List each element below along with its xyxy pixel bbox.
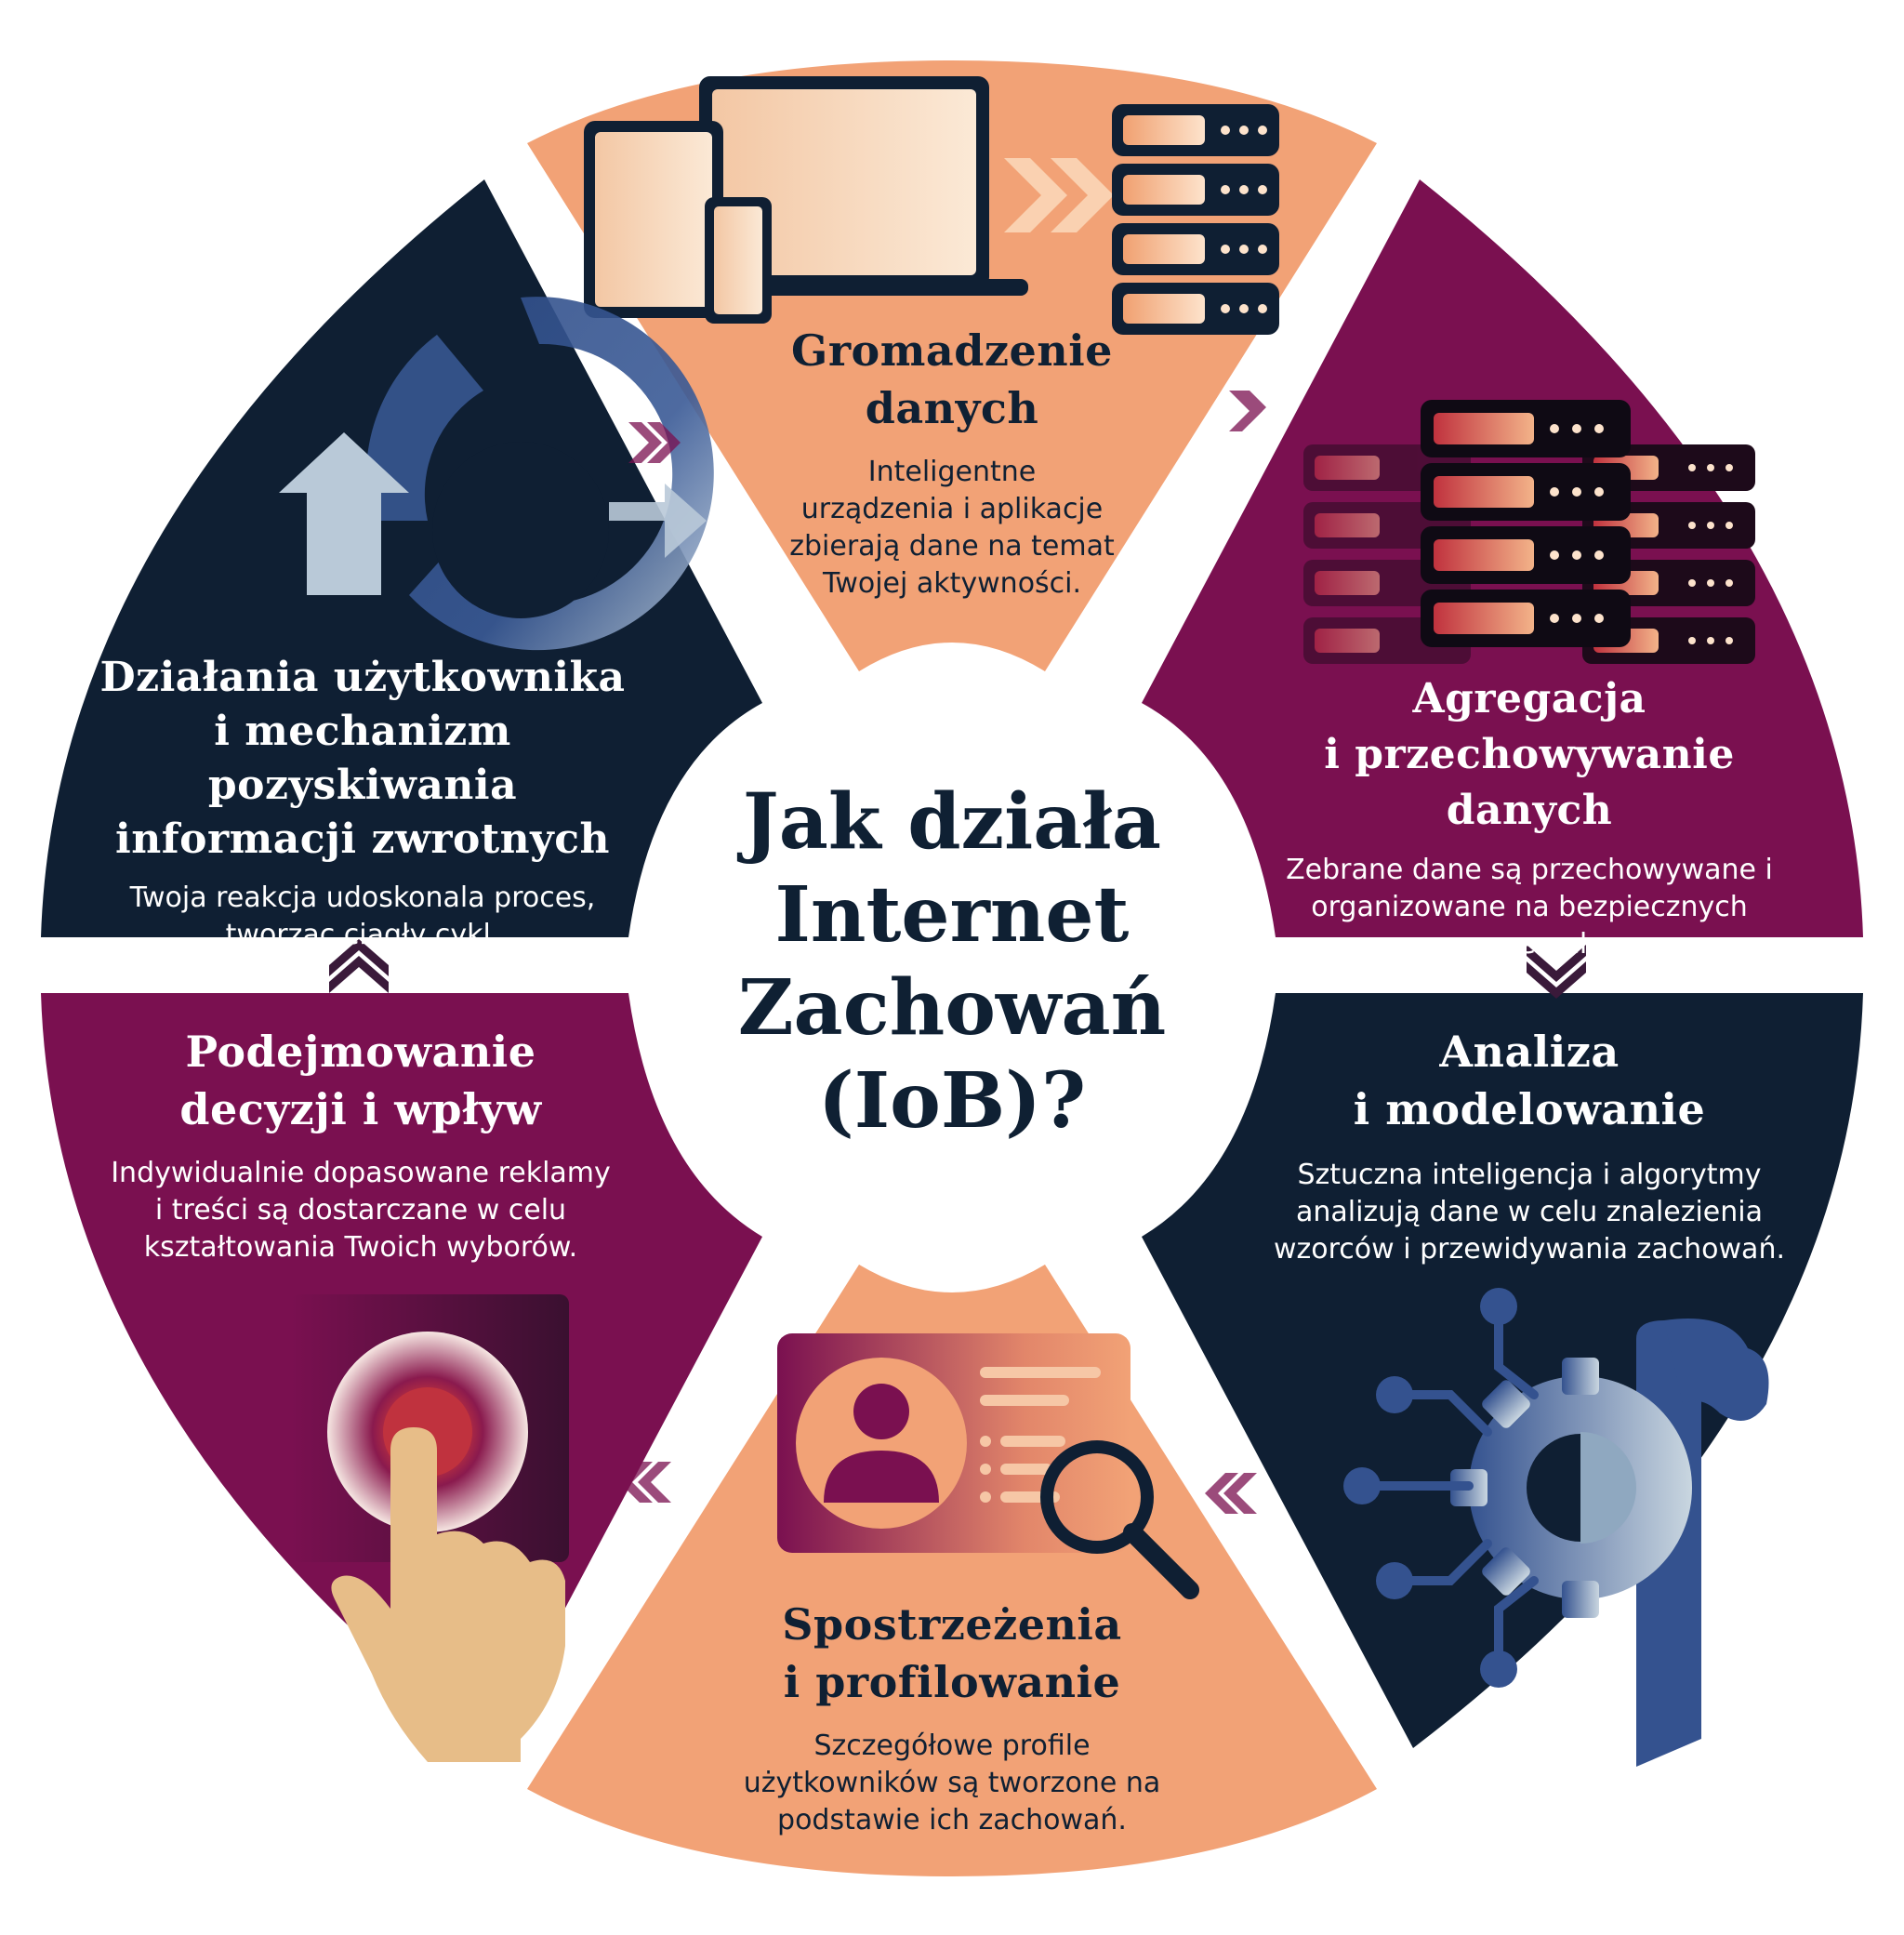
connector-analysis-profiling — [1205, 1473, 1257, 1514]
stage-decision-description: Indywidualnie dopasowane reklamy i treśc… — [111, 1157, 611, 1264]
server-stack-icon — [1303, 400, 1755, 664]
connector-aggregation-analysis — [1527, 945, 1586, 999]
finger-press-button-icon — [290, 1294, 569, 1762]
segment-feedback — [41, 179, 762, 937]
stage-aggregation-title: Agregacja i przechowywanie danych — [1324, 675, 1735, 834]
cycle-arrows-icon — [279, 297, 714, 651]
stage-collection-description: Inteligentne urządzenia i aplikacje zbie… — [789, 456, 1115, 600]
stage-analysis: Analiza i modelowanie Sztuczna inteligen… — [1236, 1023, 1822, 1268]
stage-decision: Podejmowanie decyzji i wpływ Indywidualn… — [73, 1023, 649, 1266]
stage-aggregation-description: Zebrane dane są przechowywane i organizo… — [1286, 854, 1773, 961]
ai-gear-brain-icon — [1343, 1288, 1769, 1767]
connector-collection-aggregation — [1229, 391, 1266, 431]
stage-collection-title: Gromadzenie danych — [791, 325, 1113, 433]
devices-servers-icon — [584, 76, 1279, 335]
stage-aggregation: Agregacja i przechowywanie danych Zebran… — [1236, 671, 1822, 963]
stage-feedback-description: Twoja reakcja udoskonala proces, tworząc… — [129, 881, 596, 951]
stage-profiling-title: Spostrzeżenia i profilowanie — [782, 1599, 1122, 1707]
stage-analysis-description: Sztuczna inteligencja i algorytmy analiz… — [1273, 1159, 1785, 1266]
connector-feedback-collection — [628, 422, 681, 463]
stage-decision-title: Podejmowanie decyzji i wpływ — [179, 1027, 542, 1134]
connector-profiling-decision — [619, 1462, 671, 1503]
center-title: Jak działa Internet Zachowań (IoB)? — [737, 777, 1167, 1146]
profile-card-magnifier-icon — [777, 1333, 1199, 1599]
connector-decision-feedback — [329, 939, 389, 993]
stage-profiling: Spostrzeżenia i profilowanie Szczegółowe… — [692, 1596, 1212, 1839]
stage-analysis-title: Analiza i modelowanie — [1353, 1027, 1706, 1134]
stage-profiling-description: Szczegółowe profile użytkowników są twor… — [743, 1730, 1161, 1836]
stage-feedback: Działania użytkownika i mechanizm pozysk… — [56, 651, 669, 954]
stage-collection: Gromadzenie danych Inteligentne urządzen… — [692, 322, 1212, 603]
segment-profiling — [527, 1265, 1377, 1876]
stage-feedback-title: Działania użytkownika i mechanizm pozysk… — [99, 654, 626, 863]
center-disc — [645, 660, 1259, 1274]
